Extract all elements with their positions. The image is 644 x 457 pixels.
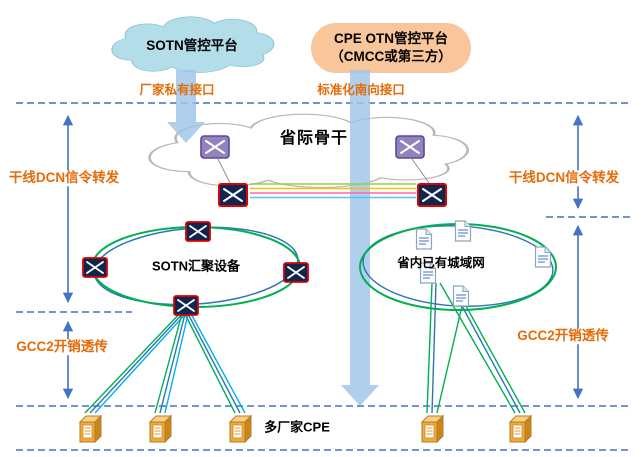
document-icon xyxy=(452,285,470,307)
metro-network-ring-label: 省内已有城域网 xyxy=(397,255,485,270)
sotn-aggregation-ring-label: SOTN汇聚设备 xyxy=(151,258,241,274)
cpe-device-icon xyxy=(77,413,103,444)
sotn-platform-label: SOTN管控平台 xyxy=(146,38,238,54)
edge-router-icon xyxy=(218,183,248,207)
cpe-device-icon xyxy=(419,413,445,444)
document-icon xyxy=(454,220,472,242)
edge-router-icon xyxy=(417,183,447,207)
dcn-forwarding-left-label: 干线DCN信令转发 xyxy=(6,170,122,186)
backbone-link-lines xyxy=(217,158,430,199)
cpe-otn-platform-label-line1: CPE OTN管控平台 xyxy=(333,31,449,47)
section-dashed-lines xyxy=(16,102,632,451)
backbone-label: 省际骨干 xyxy=(279,129,349,147)
aggregation-router-icon xyxy=(283,262,309,283)
aggregation-router-icon xyxy=(173,295,199,316)
vendor-private-interface-label: 厂家私有接口 xyxy=(139,82,215,97)
cpe-device-icon xyxy=(507,413,533,444)
document-icon xyxy=(415,228,433,250)
cpe-otn-platform-shape xyxy=(311,23,471,73)
right-fan-lines xyxy=(426,282,526,414)
backbone-router-icon xyxy=(395,135,425,159)
standard-southbound-interface-label: 标准化南向接口 xyxy=(317,82,405,97)
dcn-forwarding-right-label: 干线DCN信令转发 xyxy=(506,170,622,186)
gcc2-passthrough-left-label: GCC2开销透传 xyxy=(14,339,110,355)
platform-down-arrows xyxy=(167,70,379,406)
multi-vendor-cpe-label: 多厂家CPE xyxy=(264,419,330,435)
right-down-arrow xyxy=(341,70,379,406)
aggregation-router-icon xyxy=(82,257,108,278)
cpe-otn-platform-label-line2: （CMCC或第三方） xyxy=(330,49,452,65)
backbone-router-icon xyxy=(200,135,230,159)
span-double-arrows xyxy=(62,114,584,400)
cpe-device-icon xyxy=(227,413,253,444)
document-icon xyxy=(419,262,437,284)
document-icon xyxy=(534,246,552,268)
aggregation-router-icon xyxy=(185,221,211,242)
left-down-arrow xyxy=(167,70,205,143)
left-fan-lines xyxy=(84,309,246,414)
cpe-device-icon xyxy=(147,413,173,444)
gcc2-passthrough-right-label: GCC2开销透传 xyxy=(515,328,611,344)
